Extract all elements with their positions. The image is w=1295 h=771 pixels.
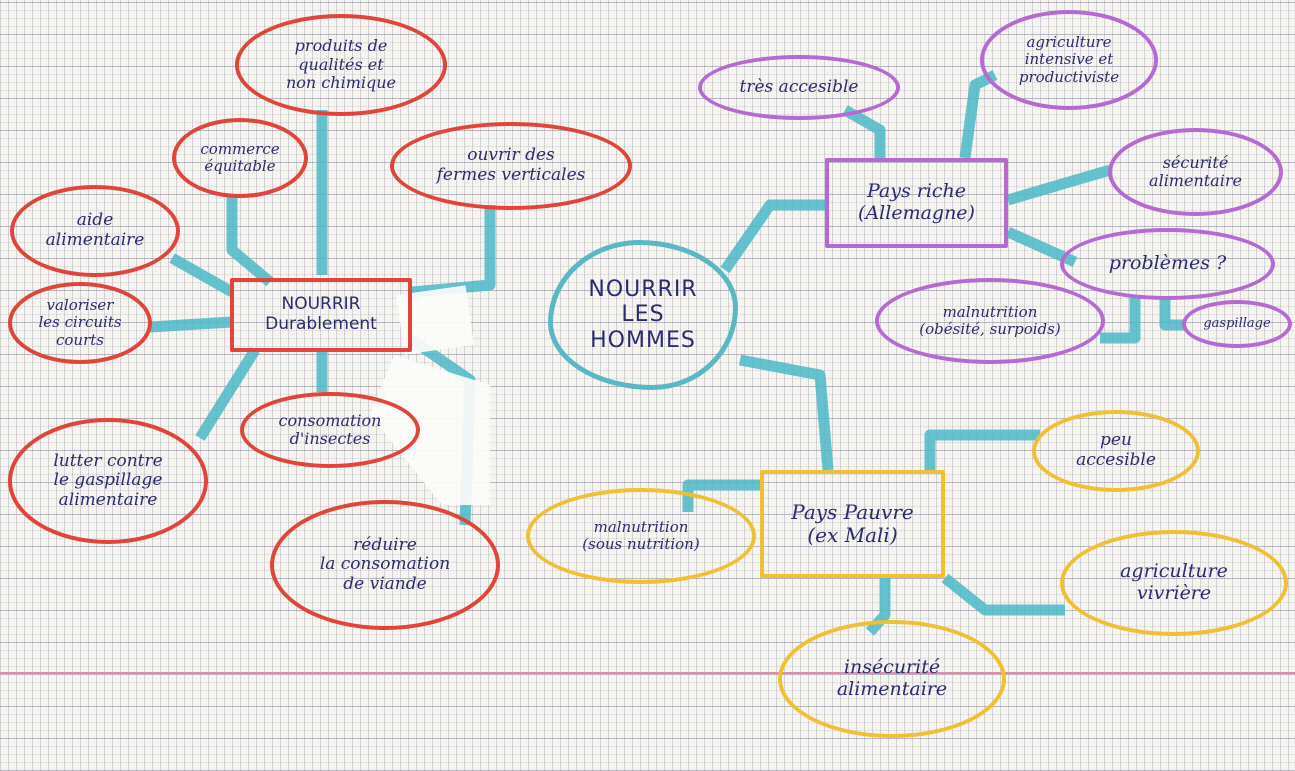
node-pauvre-agriculture: agriculture vivrière (1060, 530, 1288, 636)
node-pauvre-insecurite: insécurité alimentaire (778, 620, 1006, 738)
link-circuits (149, 316, 233, 333)
node-nourrir-durablement: NOURRIR Durablement (230, 278, 412, 352)
node-pays-pauvre: Pays Pauvre (ex Mali) (760, 470, 945, 578)
node-pays-riche: Pays riche (Allemagne) (825, 158, 1008, 248)
link-riche (720, 199, 828, 274)
link-gaspillage (195, 347, 260, 441)
link-pauvre-accessible (924, 429, 1040, 470)
node-reduire-viande: réduire la consomation de viande (270, 500, 500, 630)
link-commerce (226, 195, 274, 287)
node-riche-agriculture: agriculture intensive et productiviste (980, 10, 1158, 110)
link-riche-agriculture (959, 70, 998, 159)
node-circuits-courts: valoriser les circuits courts (8, 282, 152, 364)
link-problemes-gaspillage (1159, 298, 1185, 331)
link-fermes (411, 205, 496, 298)
link-riche-securite (1006, 164, 1112, 206)
node-gaspillage-alimentaire: lutter contre le gaspillage alimentaire (8, 418, 208, 544)
node-nourrir-les-hommes: NOURRIR LES HOMMES (548, 240, 738, 390)
node-riche-accessible: très accesible (698, 55, 900, 120)
node-riche-malnutrition: malnutrition (obésité, surpoids) (875, 278, 1105, 364)
node-aide-alimentaire: aide alimentaire (10, 185, 180, 277)
node-riche-securite: sécurité alimentaire (1108, 128, 1283, 216)
node-insectes: consomation d'insectes (240, 392, 420, 468)
link-pauvre-agriculture (941, 573, 1065, 616)
margin-line (0, 672, 1295, 674)
link-aide (169, 253, 235, 297)
link-pauvre (738, 354, 834, 471)
node-fermes-verticales: ouvrir des fermes verticales (390, 122, 632, 210)
link-problemes-malnutrition (1100, 298, 1141, 344)
node-commerce-equitable: commerce équitable (172, 118, 308, 198)
node-riche-gaspillage: gaspillage (1182, 300, 1292, 348)
node-pauvre-malnutrition: malnutrition (sous nutrition) (526, 488, 756, 584)
node-produits-qualite: produits de qualités et non chimique (235, 14, 447, 116)
node-riche-problemes: problèmes ? (1060, 228, 1275, 300)
link-riche-accessible (842, 105, 886, 158)
node-pauvre-accessible: peu accesible (1032, 410, 1200, 492)
